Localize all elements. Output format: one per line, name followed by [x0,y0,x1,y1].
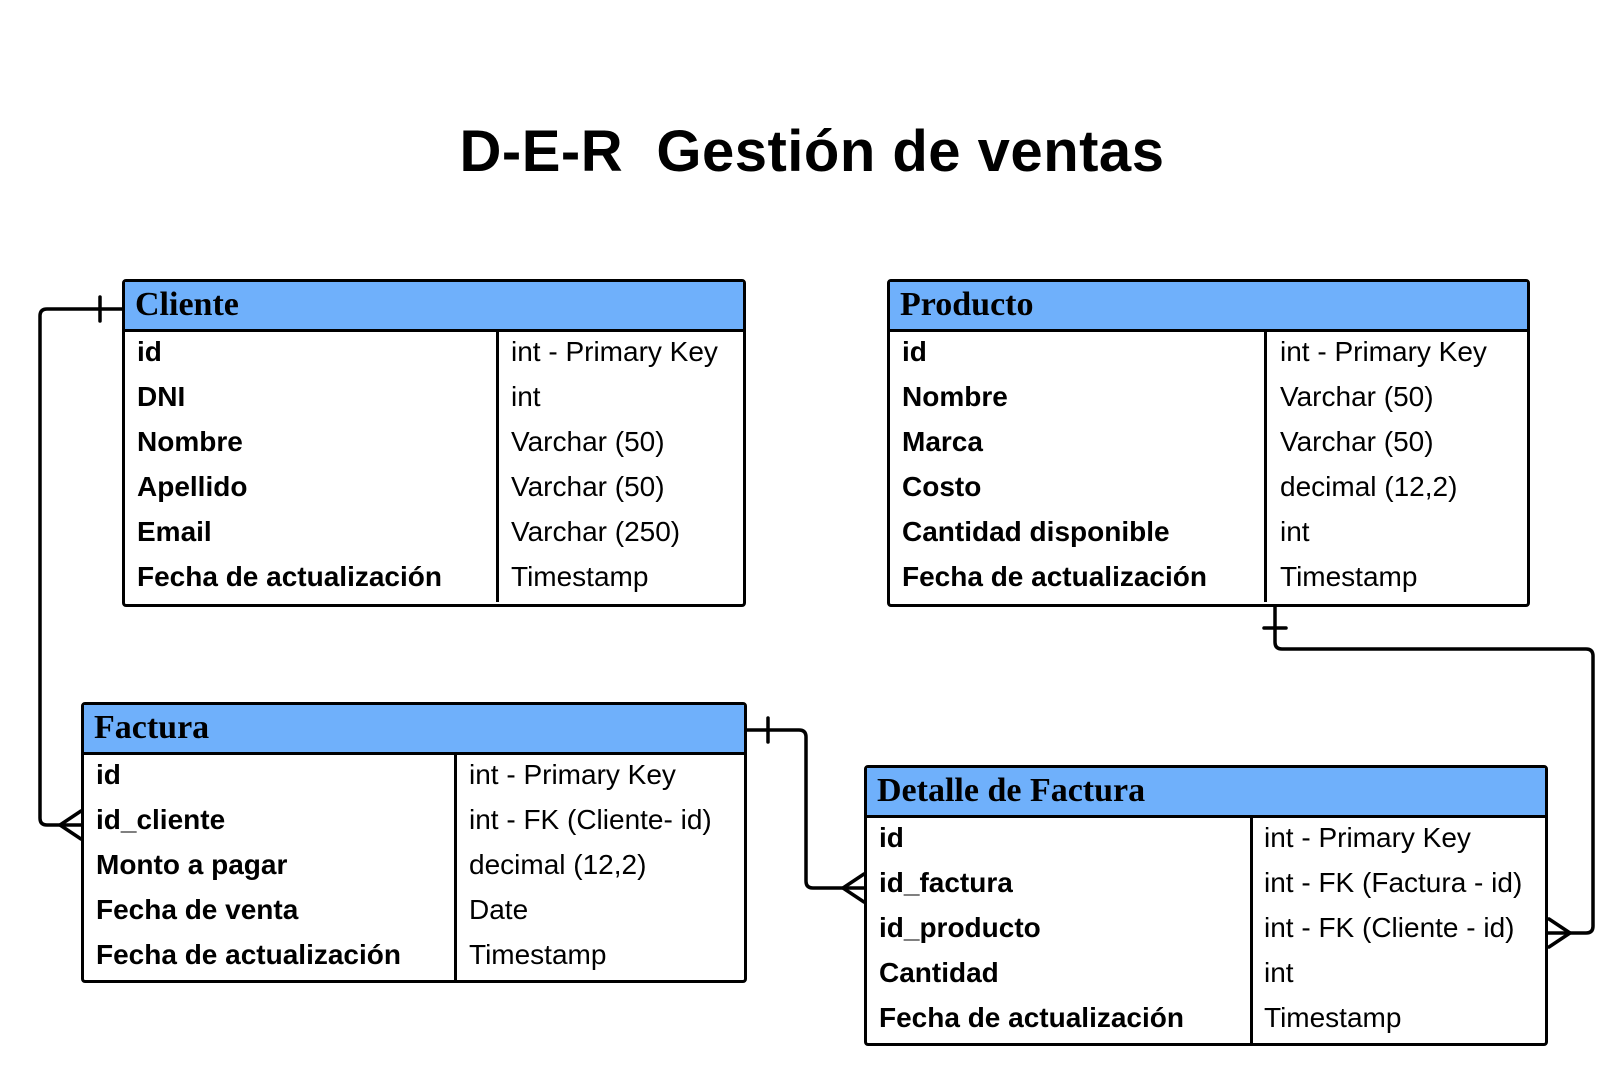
attribute-type: Timestamp [1264,1002,1402,1033]
attribute-row: Email Varchar (250) [125,512,743,557]
crows-foot-marker [1547,917,1572,949]
attribute-name: Apellido [137,471,248,502]
attribute-type: decimal (12,2) [1280,471,1458,502]
attribute-row: Fecha de actualización Timestamp [867,998,1545,1043]
entity-factura: Factura id int - Primary Key id_cliente in… [81,702,747,983]
attribute-type: Varchar (250) [511,516,681,547]
connector-cliente-factura [38,307,124,827]
attribute-row: Nombre Varchar (50) [890,377,1527,422]
attribute-name: Fecha de actualización [879,1002,1184,1033]
attribute-row: Costo decimal (12,2) [890,467,1527,512]
attribute-row: Fecha de actualización Timestamp [890,557,1527,602]
attribute-type: Timestamp [511,561,649,592]
crows-foot-marker [841,872,866,904]
entity-header: Factura [84,705,744,755]
column-divider [454,755,457,980]
attribute-name: Marca [902,426,983,457]
diagram-title: D-E-R Gestión de ventas [459,119,1165,184]
attribute-name: Nombre [137,426,243,457]
attribute-type: int [1264,957,1294,988]
attribute-row: id int - Primary Key [890,332,1527,377]
attribute-name: id_producto [879,912,1041,943]
attribute-name: Cantidad disponible [902,516,1170,547]
attribute-row: Monto a pagar decimal (12,2) [84,845,744,890]
attribute-row: Fecha de actualización Timestamp [84,935,744,980]
attribute-row: Nombre Varchar (50) [125,422,743,467]
entity-body: id int - Primary Key id_cliente int - FK (… [84,755,744,980]
attribute-type: int - Primary Key [1264,822,1471,853]
attribute-name: Costo [902,471,982,502]
entity-cliente: Cliente id int - Primary Key DNI int Nombr… [122,279,746,607]
entity-header: Detalle de Factura [867,768,1545,818]
attribute-row: Apellido Varchar (50) [125,467,743,512]
attribute-row: Fecha de venta Date [84,890,744,935]
attribute-type: decimal (12,2) [469,849,647,880]
attribute-row: Marca Varchar (50) [890,422,1527,467]
attribute-type: Varchar (50) [511,471,665,502]
attribute-type: Timestamp [1280,561,1418,592]
column-divider [1250,818,1253,1043]
attribute-name: Fecha de actualización [902,561,1207,592]
attribute-name: DNI [137,381,186,412]
attribute-row: id int - Primary Key [867,818,1545,863]
attribute-type: int - FK (Factura - id) [1264,867,1523,898]
entity-detalle-factura: Detalle de Factura id int - Primary Key i… [864,765,1548,1046]
attribute-type: int [511,381,541,412]
attribute-name: id [96,759,121,790]
attribute-type: Timestamp [469,939,607,970]
entity-header: Producto [890,282,1527,332]
attribute-type: int - FK (Cliente - id) [1264,912,1515,943]
attribute-type: Varchar (50) [1280,381,1434,412]
attribute-name: Cantidad [879,957,999,988]
attribute-type: Varchar (50) [1280,426,1434,457]
attribute-type: int - Primary Key [469,759,676,790]
attribute-row: DNI int [125,377,743,422]
attribute-type: Date [469,894,529,925]
column-divider [496,332,499,602]
attribute-row: id_factura int - FK (Factura - id) [867,863,1545,908]
attribute-type: int - Primary Key [1280,336,1487,367]
attribute-name: id [879,822,904,853]
attribute-name: Monto a pagar [96,849,288,880]
attribute-row: id int - Primary Key [84,755,744,800]
attribute-type: int - FK (Cliente- id) [469,804,712,835]
attribute-type: Varchar (50) [511,426,665,457]
attribute-name: Fecha de actualización [137,561,442,592]
attribute-type: int [1280,516,1310,547]
attribute-name: id_factura [879,867,1013,898]
attribute-name: id [137,336,162,367]
attribute-row: id int - Primary Key [125,332,743,377]
attribute-type: int - Primary Key [511,336,718,367]
attribute-name: Nombre [902,381,1008,412]
attribute-name: Email [137,516,212,547]
connector-factura-detalle [745,728,866,890]
entity-header: Cliente [125,282,743,332]
connector-producto-detalle [1273,605,1595,935]
attribute-name: id_cliente [96,804,226,835]
attribute-row: Cantidad int [867,953,1545,998]
attribute-name: Fecha de actualización [96,939,401,970]
attribute-row: Fecha de actualización Timestamp [125,557,743,602]
attribute-row: Cantidad disponible int [890,512,1527,557]
attribute-row: id_producto int - FK (Cliente - id) [867,908,1545,953]
attribute-name: id [902,336,927,367]
attribute-row: id_cliente int - FK (Cliente- id) [84,800,744,845]
attribute-name: Fecha de venta [96,894,299,925]
column-divider [1264,332,1267,602]
crows-foot-marker [58,809,83,841]
